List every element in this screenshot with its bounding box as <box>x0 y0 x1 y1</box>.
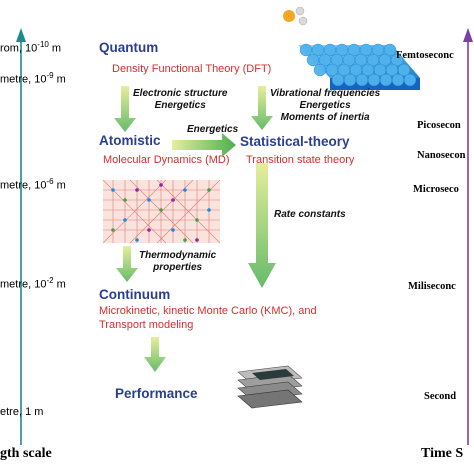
arrow-quantum-to-atomistic <box>114 86 136 132</box>
length-tick-nanometre: metre, 10-9 m <box>0 71 66 86</box>
arrow-atomistic-to-statistical <box>172 133 236 157</box>
length-tick-metre: etre, 1 m <box>0 406 44 418</box>
annotation-electronic-structure: Electronic structure Energetics <box>133 88 228 111</box>
time-tick-femtosecond: Femtoseconc <box>396 50 454 61</box>
method-continuum-line2: Transport modeling <box>99 319 194 331</box>
flow-arrows <box>114 86 276 372</box>
length-scale-title: gth scale <box>0 446 52 461</box>
time-scale-title: Time S <box>421 446 464 461</box>
time-axis <box>463 28 473 445</box>
annotation-rate-constants: Rate constants <box>274 209 346 220</box>
arrow-statistical-to-continuum <box>248 163 276 288</box>
method-continuum-line1: Microkinetic, kinetic Monte Carlo (KMC),… <box>99 305 317 317</box>
level-statistical-theory: Statistical-theory <box>240 134 350 149</box>
length-tick-angstrom: rom, 10-10 m <box>0 40 62 55</box>
crystal-lattice-icon <box>102 179 221 244</box>
molecule-icon <box>283 6 308 26</box>
length-tick-centimetre: metre, 10-2 m <box>0 276 66 291</box>
level-atomistic: Atomistic <box>99 133 161 148</box>
catalyst-stack-icon <box>237 365 303 409</box>
crystal-surface-icon <box>298 43 420 90</box>
method-tst: Transition state theory <box>246 154 355 166</box>
level-continuum: Continuum <box>99 287 171 302</box>
time-tick-millisecond: Miliseconc <box>408 281 456 292</box>
annotation-thermodynamic: Thermodynamic properties <box>139 250 217 273</box>
arrow-atomistic-to-continuum <box>116 246 138 282</box>
level-performance: Performance <box>115 386 198 401</box>
arrow-dft-to-statistical <box>251 86 273 130</box>
time-tick-microsecond: Microseco <box>413 184 459 195</box>
annotation-vibrational: Vibrational frequencies Energetics Momen… <box>270 88 381 123</box>
method-dft: Density Functional Theory (DFT) <box>112 63 272 75</box>
length-axis <box>16 28 26 445</box>
annotation-energetics: Energetics <box>187 124 239 135</box>
time-tick-picosecond: Picosecon <box>417 120 461 131</box>
time-tick-nanosecond: Nanosecon <box>417 150 466 161</box>
length-tick-micrometre: metre, 10-6 m <box>0 177 66 192</box>
method-md: Molecular Dynamics (MD) <box>103 154 230 166</box>
arrow-continuum-to-performance <box>144 337 166 372</box>
time-tick-second: Second <box>424 391 457 402</box>
level-quantum: Quantum <box>99 40 159 55</box>
